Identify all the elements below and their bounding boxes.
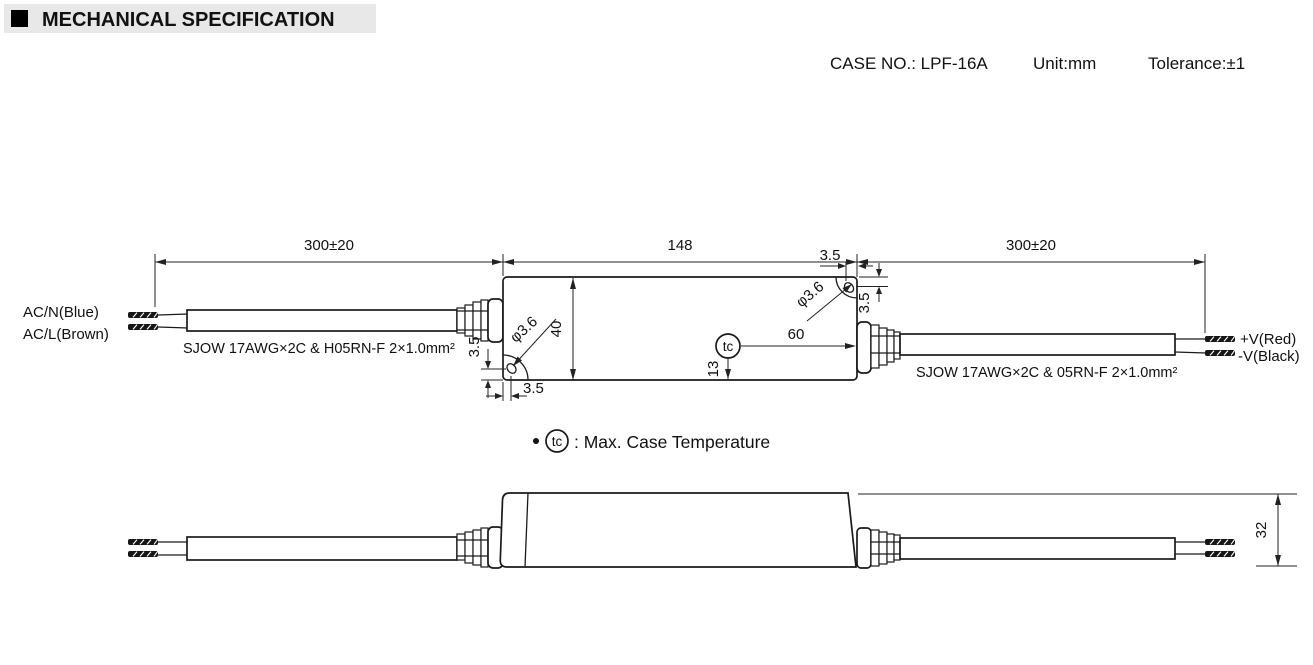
input-wire-line-label: AC/L(Brown) (23, 326, 109, 343)
side-output-cable-jacket (899, 537, 1176, 560)
output-cable-jacket (899, 333, 1176, 356)
dim-tc-from-bottom: 13 (705, 361, 722, 378)
wire-tip (1204, 550, 1236, 558)
dim-hole-offset-h-right: 3.5 (820, 247, 841, 264)
bullet-icon (533, 438, 539, 444)
section-marker-icon (11, 10, 28, 27)
dim-output-cable-length: 300±20 (1006, 237, 1056, 254)
case-number: CASE NO.: LPF-16A (830, 54, 988, 73)
mounting-ear-bottom-left (502, 354, 529, 381)
output-wire-positive-label: +V(Red) (1240, 331, 1296, 348)
wire-tip (1204, 335, 1236, 343)
overall-dimensions: 300±20 148 300±20 (154, 237, 1206, 333)
dim-case-width-group: 40 (548, 278, 576, 380)
mounting-hole-bottom-left (506, 363, 517, 374)
dim-case-width: 40 (548, 321, 565, 338)
wire-tip (127, 538, 159, 546)
input-cable (127, 298, 504, 343)
note-tc-circle (545, 429, 569, 453)
input-strain-relief-collar (487, 298, 504, 343)
dim-input-cable-length: 300±20 (304, 237, 354, 254)
dim-case-height: 32 (1253, 522, 1270, 539)
tc-point: tc 60 13 (705, 326, 856, 379)
wire-tip (1204, 349, 1236, 357)
wire-tip (127, 311, 159, 319)
input-cable-spec: SJOW 17AWG×2C & H05RN-F 2×1.0mm² (183, 341, 455, 357)
side-view: 32 (127, 492, 1297, 569)
top-view: 300±20 148 300±20 (23, 237, 1300, 401)
input-cable-jacket (186, 309, 458, 332)
tc-label: tc (723, 339, 734, 354)
note-text: : Max. Case Temperature (574, 432, 770, 452)
dim-hole-offset-v-left: 3.5 (466, 337, 483, 358)
side-output-collar (856, 527, 872, 569)
case-body-side-view (499, 492, 857, 568)
wire-tip (1204, 538, 1236, 546)
dim-tc-from-edge: 60 (788, 326, 805, 343)
wire-tip (127, 323, 159, 331)
note-tc-label: tc (552, 434, 563, 449)
output-wire-negative-label: -V(Black) (1238, 348, 1300, 365)
input-wire-neutral-label: AC/N(Blue) (23, 304, 99, 321)
output-cable-spec: SJOW 17AWG×2C & 05RN-F 2×1.0mm² (916, 365, 1178, 381)
header-band (4, 4, 376, 33)
dim-case-length: 148 (667, 237, 692, 254)
meta-line: CASE NO.: LPF-16A Unit:mm Tolerance:±1 (830, 54, 1245, 73)
dim-hole-offset-v-right: 3.5 (856, 293, 873, 314)
side-input-cable-jacket (186, 536, 458, 561)
output-strain-relief-collar (856, 321, 872, 374)
unit-label: Unit:mm (1033, 54, 1096, 73)
wire-tip (127, 550, 159, 558)
page-title: MECHANICAL SPECIFICATION (42, 9, 335, 31)
header: MECHANICAL SPECIFICATION (4, 4, 376, 33)
side-output-cable (856, 527, 1236, 569)
side-input-cable (127, 526, 504, 569)
tolerance-label: Tolerance:±1 (1148, 54, 1245, 73)
dim-hole-offset-h-left: 3.5 (523, 380, 544, 397)
side-endcap-seam (524, 492, 529, 568)
tc-note: tc : Max. Case Temperature (533, 429, 770, 453)
dim-case-height-group: 32 (858, 493, 1297, 567)
output-cable (856, 321, 1236, 374)
